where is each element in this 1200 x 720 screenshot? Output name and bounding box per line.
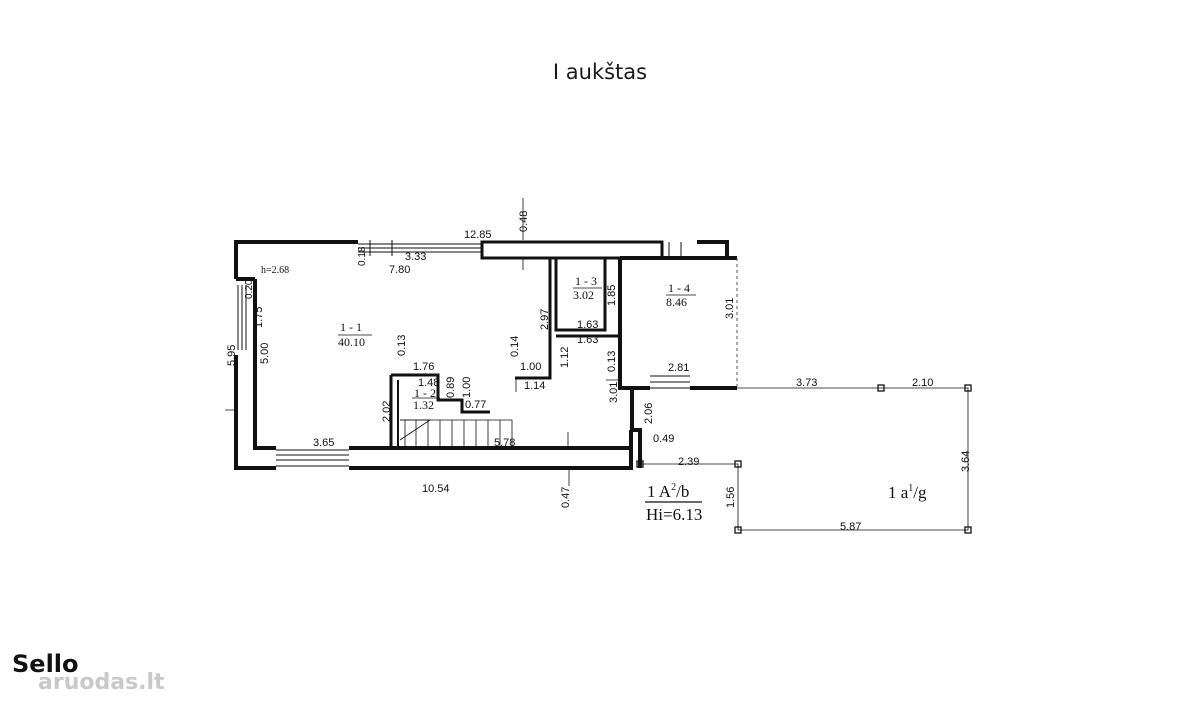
dimension-label: 10.54 [422,483,450,495]
dimension-label: 3.01 [608,382,620,403]
dimension-label: 5.78 [494,437,515,449]
dimension-label: 1.14 [524,380,545,392]
dimension-label: 1.63 [577,334,598,346]
dimension-ticks [225,198,618,486]
floor-title: I aukštas [552,60,648,84]
dimension-labels-vertical: 0.48 0.18 0.20 1.75 5.95 5.00 0.13 0.89 … [226,211,972,508]
dimension-label: 3.01 [724,298,736,319]
dimension-label: 2.97 [539,309,551,330]
dimension-label: 0.14 [509,336,521,357]
dimension-label: 12.85 [464,229,492,241]
dimension-label: 1.48 [418,377,439,389]
interior-walls [389,258,620,448]
dimension-label: 1.75 [253,307,265,328]
terrace-outline [636,384,972,534]
dimension-label: 0.47 [560,487,572,508]
building-legend: 1 A2/b Hi=6.13 [645,482,702,524]
dimension-label: 0.89 [445,377,457,398]
logo-sello-text: Sello [12,650,79,678]
dimension-label: 5.00 [259,343,271,364]
dimension-label: 0.20 [244,279,255,299]
dimension-label: 3.65 [313,437,334,449]
room-1-2: 1 - 2 1.32 [412,386,440,412]
svg-text:1 a1/g: 1 a1/g [888,483,927,502]
dimension-label: 2.02 [381,401,393,422]
dimension-label: 1.12 [559,347,571,368]
dimension-label: 1.00 [461,377,473,398]
room-1-1: 1 - 1 40.10 [338,320,372,349]
room-id: 1 - 2 [414,386,436,400]
room-1-3: 1 - 3 3.02 [573,274,602,302]
dimension-label: 2.81 [668,362,689,374]
room-id: 1 - 4 [668,281,690,295]
room-area: 3.02 [573,288,594,302]
room-id: 1 - 1 [340,320,362,334]
room-area: 40.10 [338,335,365,349]
room-id: 1 - 3 [575,274,597,288]
dimension-label: 1.85 [606,285,618,306]
dimension-label: 0.48 [518,211,530,232]
dimension-label: 3.64 [960,451,972,472]
dimension-label: 2.39 [678,456,699,468]
dimension-label: 0.77 [465,399,486,411]
exterior-walls [234,240,737,470]
dimension-label: 2.06 [643,403,655,424]
svg-text:Hi=6.13: Hi=6.13 [646,505,702,524]
sello-aruodas-logo: Sello aruodas.lt [12,652,165,694]
dimension-label: 3.73 [796,377,817,389]
dimension-label: 5.95 [226,345,238,366]
windows [237,240,738,467]
dimension-label: 7.80 [389,264,410,276]
room-1-4: 1 - 4 8.46 [666,281,696,309]
dimension-label: 1.76 [413,361,434,373]
dimension-label: 3.33 [405,251,426,263]
dimension-label: 2.10 [912,377,933,389]
dimension-label: 0.13 [606,351,618,372]
staircase [399,419,513,448]
dimension-label: 1.63 [577,319,598,331]
svg-text:1 A2/b: 1 A2/b [647,482,689,501]
room-area: 8.46 [666,295,687,309]
room-area: 1.32 [413,398,434,412]
dimension-label: 5.87 [840,521,861,533]
dimension-label: 1.56 [725,487,737,508]
dimension-label: 0.49 [653,433,674,445]
dimension-label: 0.13 [396,335,408,356]
dimension-labels: 12.85 3.33 7.80 1.76 1.48 0.77 3.65 5.78… [313,229,933,533]
logo-aruodas-text: aruodas.lt [38,670,165,695]
dimension-label: 0.18 [357,246,368,266]
terrace-legend: 1 a1/g [888,483,927,502]
height-note: h=2.68 [261,265,289,276]
dimension-label: 1.00 [520,361,541,373]
